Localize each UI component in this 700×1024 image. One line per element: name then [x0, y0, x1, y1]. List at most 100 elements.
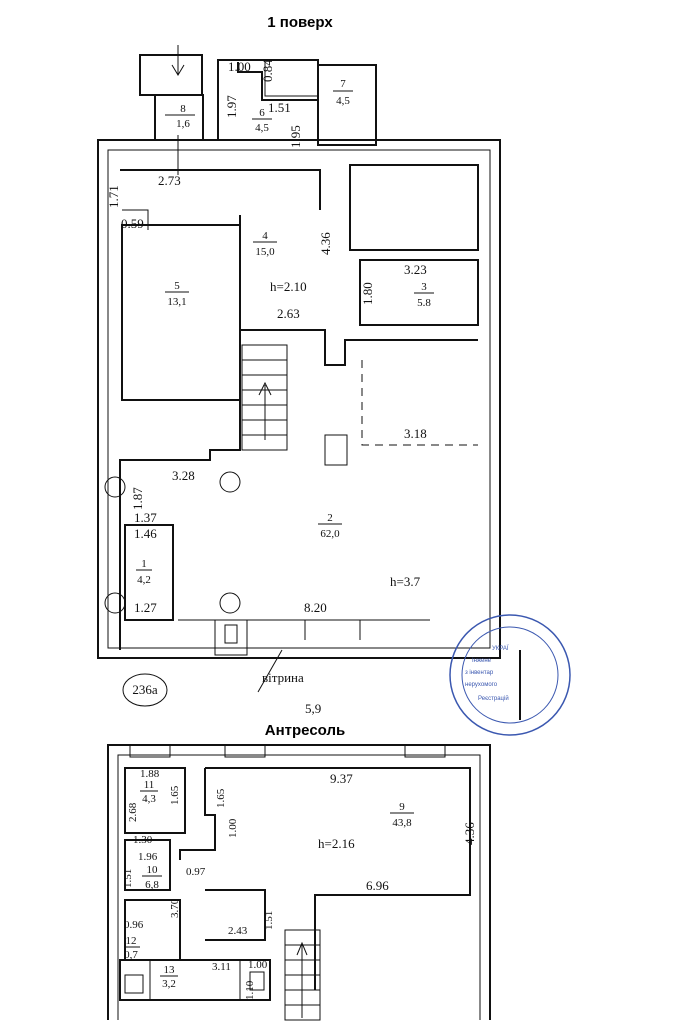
room-5-box: [121, 224, 241, 401]
dimension-label: 3.70: [169, 898, 181, 918]
dimension-label: 2.73: [158, 173, 181, 188]
room-unnamed-box: [349, 164, 479, 251]
dimension-label: 1.10: [244, 980, 256, 1000]
mezzanine-room-labels: 9 43,8 10 6,8 11 4,3 12 0,7 13 3,2: [124, 779, 414, 990]
room-number: 4: [262, 230, 268, 242]
dimension-label: 1.37: [134, 510, 157, 525]
room-number: 7: [340, 78, 346, 90]
dimension-label: 1.27: [134, 600, 157, 615]
room-number: 1: [141, 558, 147, 570]
room-area: 3,2: [162, 978, 176, 990]
heading-mezzanine: Антресоль: [265, 722, 345, 739]
dimension-label: 0.84: [260, 59, 275, 82]
dimension-label: 0.97: [186, 866, 206, 878]
column: [219, 592, 241, 614]
height-label: h=2.10: [270, 279, 307, 294]
dimension-label: 0.96: [124, 919, 144, 931]
dimension-label: 1.51: [122, 869, 134, 888]
dimension-label: 1.46: [134, 526, 157, 541]
dimension-label: 2.43: [228, 925, 248, 937]
column: [104, 592, 126, 614]
dimension-label: 8.20: [304, 600, 327, 615]
dimension-label: 1.88: [140, 768, 160, 780]
building-number: 236а: [132, 682, 158, 697]
room-number: 12: [126, 935, 137, 947]
room-area: 43,8: [392, 817, 412, 829]
room-area: 4,5: [336, 95, 350, 107]
room-number: 10: [147, 864, 159, 876]
room-area: 4,5: [255, 122, 269, 134]
room-number: 2: [327, 512, 333, 524]
mezzanine-stairs: [284, 929, 321, 1021]
floor1-walls: [97, 45, 501, 693]
room-13-box: [119, 959, 271, 1001]
annex-8-top: [139, 54, 203, 96]
height-label: h=2.16: [318, 836, 355, 851]
dimension-label: 6.96: [366, 878, 389, 893]
dimension-label: 4.36: [318, 232, 333, 255]
room-number: 9: [399, 801, 405, 813]
dimension-label: 1.00: [248, 959, 268, 971]
dimension-label: 2.68: [127, 802, 139, 822]
stamp-line: Реєстрацій: [478, 695, 509, 702]
room-1-box: [124, 524, 174, 621]
room-number: 13: [164, 964, 176, 976]
mezzanine-dimensions: 1.88 1.65 2.68 9.37 1.65 1.00 4.36 1.30 …: [122, 768, 477, 1000]
floor1-room-labels: 8 1,6 7 4,5 6 4,5 4 15,0 5 13,1 3 5.8 2 …: [136, 78, 434, 586]
column: [219, 471, 241, 493]
heading-floor1: 1 поверх: [267, 14, 333, 31]
dimension-label: 3.18: [404, 426, 427, 441]
dimension-label: 5,9: [305, 701, 321, 716]
room-number: 6: [259, 107, 265, 119]
dimension-label: 0.59: [121, 216, 144, 231]
room-area: 4,2: [137, 574, 151, 586]
room-area: 62,0: [320, 528, 340, 540]
stamp-line: УКРАЇ: [492, 645, 509, 652]
stamp-line: Інжене: [472, 658, 492, 664]
dimension-label: 1.51: [268, 100, 291, 115]
building-badge: [122, 673, 168, 707]
dimension-label: 3.23: [404, 262, 427, 277]
dimension-label: 3.11: [212, 961, 231, 973]
room-number: 5: [174, 280, 180, 292]
dimension-label: 1.00: [228, 59, 251, 74]
room-number: 8: [180, 103, 186, 115]
room-area: 1,6: [176, 118, 190, 130]
dimension-label: 1.71: [106, 185, 121, 208]
column: [104, 476, 126, 498]
dimension-label: 1.87: [130, 487, 145, 510]
dimension-label: 1.65: [215, 788, 227, 808]
room-7-box: [317, 64, 377, 146]
room-area: 15,0: [255, 246, 275, 258]
room-area: 0,7: [124, 949, 138, 961]
room-3-box: [359, 259, 479, 326]
dimension-label: 1.65: [169, 785, 181, 805]
dimension-label: 1.96: [138, 851, 158, 863]
dimension-label: 9.37: [330, 771, 353, 786]
room-10-box: [124, 839, 171, 891]
room-number: 11: [144, 779, 155, 791]
room-area: 5.8: [417, 297, 431, 309]
room-area: 4,3: [142, 793, 156, 805]
dimension-label: 4.36: [462, 822, 477, 845]
floor1-stairs: [241, 344, 288, 451]
dimension-label: 1.95: [288, 125, 303, 148]
room-area: 13,1: [167, 296, 186, 308]
room-8-box: [154, 94, 204, 141]
dimension-label: 1.51: [263, 911, 275, 930]
dimension-label: 1.80: [360, 282, 375, 305]
dimension-label: 3.28: [172, 468, 195, 483]
floor1-dimensions: 1.00 0.84 1.97 1.51 1.95 2.73 1.71 0.59 …: [106, 59, 427, 716]
stamp-line: з інвентар: [465, 670, 494, 676]
room-11-box: [124, 767, 186, 834]
dimension-label: 1.97: [224, 95, 239, 118]
mezzanine-walls: [107, 744, 491, 1021]
dimension-label: 1.30: [133, 834, 153, 846]
height-label: h=3.7: [390, 574, 421, 589]
room-area: 6,8: [145, 879, 159, 891]
showcase-label: вітрина: [262, 670, 304, 685]
stamp-line: нерухомого: [465, 682, 498, 688]
dimension-label: 2.63: [277, 306, 300, 321]
stamp: УКРАЇ Інжене з інвентар нерухомого Реєст…: [449, 614, 571, 736]
